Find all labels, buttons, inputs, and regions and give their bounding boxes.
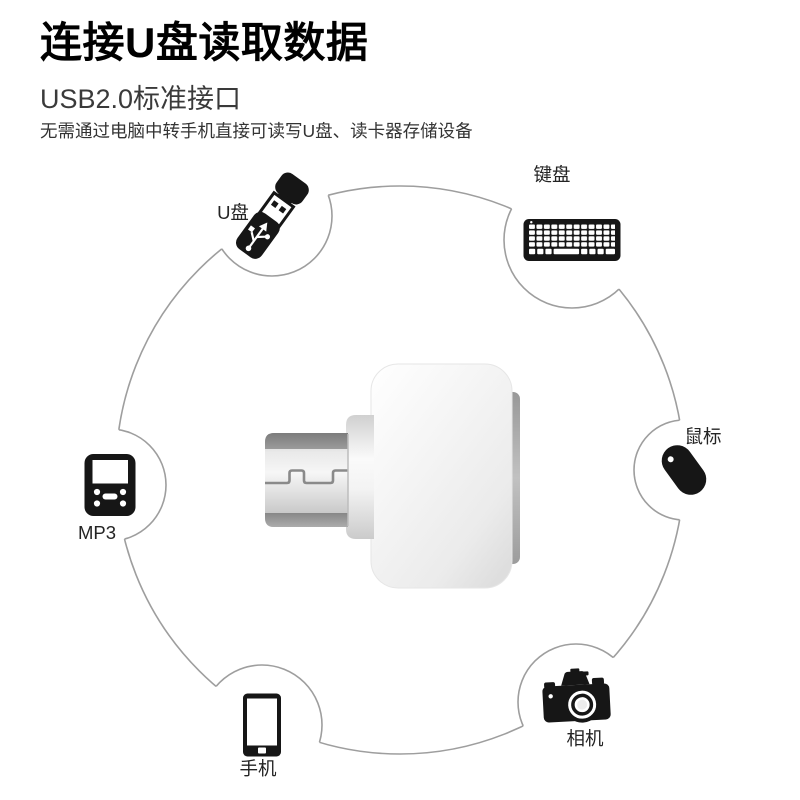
connector-seam — [265, 469, 348, 485]
adapter-neck — [346, 415, 374, 539]
device-label-phone: 手机 — [239, 758, 277, 779]
device-label-keyboard: 键盘 — [533, 164, 570, 185]
camera-icon — [542, 668, 611, 723]
mp3-player-icon — [84, 454, 136, 516]
device-label-usb-drive: U盘 — [217, 202, 249, 223]
page-title: 连接U盘读取数据 — [40, 19, 369, 66]
device-label-mouse: 鼠标 — [684, 426, 721, 447]
usb-drive-icon — [236, 172, 309, 259]
description: 无需通过电脑中转手机直接可读写U盘、读卡器存储设备 — [40, 121, 473, 142]
subtitle: USB2.0标准接口 — [40, 84, 242, 115]
device-label-mp3: MP3 — [78, 522, 116, 543]
otg-adapter-image — [265, 363, 520, 589]
header: 连接U盘读取数据 USB2.0标准接口 无需通过电脑中转手机直接可读写U盘、读卡… — [40, 19, 740, 143]
micro-usb-connector — [265, 433, 349, 527]
mouse-icon — [661, 445, 707, 495]
adapter-body — [370, 363, 513, 589]
keyboard-icon — [523, 219, 621, 261]
phone-icon — [243, 693, 281, 757]
device-label-camera: 相机 — [566, 728, 604, 749]
